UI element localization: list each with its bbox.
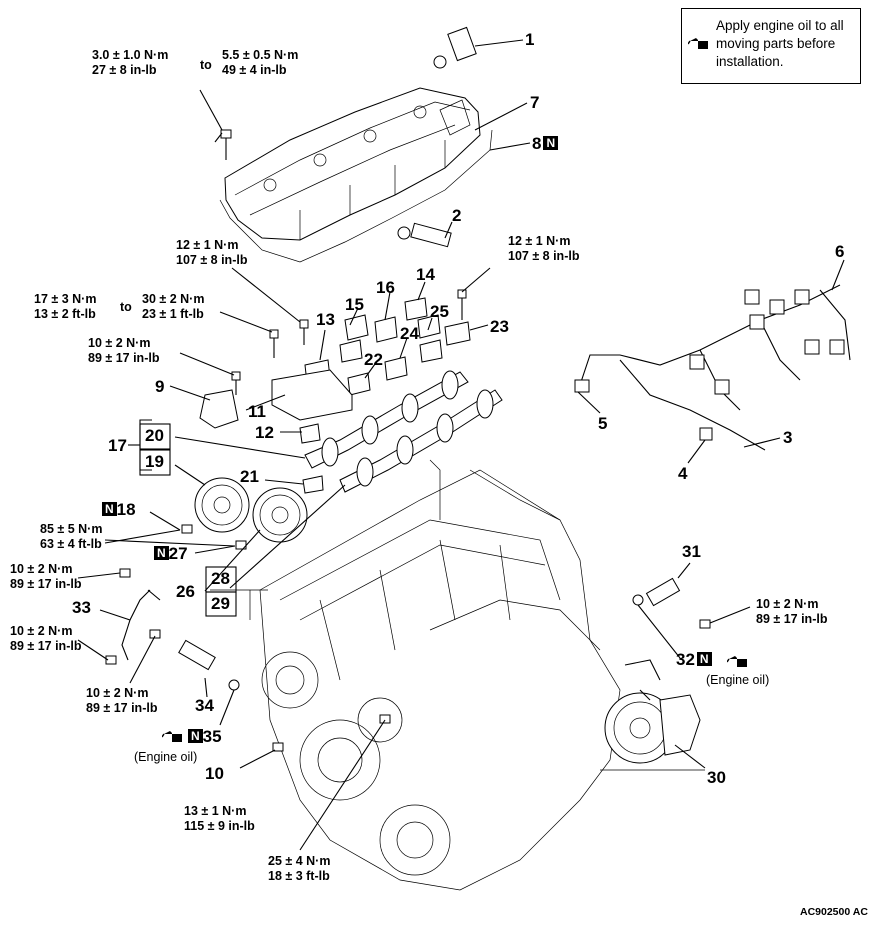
note-box: Apply engine oil to all moving parts bef… (681, 8, 861, 84)
cam-plate-21 (302, 475, 324, 494)
callout-30: 30 (707, 768, 726, 787)
cam-plate-12 (299, 423, 321, 444)
callout-19: 19 (145, 452, 164, 471)
oil-control-valve-31 (632, 577, 681, 607)
callout-13: 13 (316, 310, 335, 329)
camshaft-bearing-caps (304, 297, 471, 396)
leader-lines (77, 39, 845, 851)
callout-3: 3 (783, 428, 793, 447)
new-part-badge: N (154, 546, 169, 560)
oil-can-icon (727, 656, 747, 667)
callout-12: 12 (255, 423, 274, 442)
callout-14: 14 (416, 265, 435, 284)
callout-23: 23 (490, 317, 509, 336)
oil-control-valve-34 (178, 639, 240, 691)
callout-17: 17 (108, 436, 127, 455)
intake-sprocket (252, 487, 308, 543)
front-bearing-cap (271, 369, 353, 421)
callout-16: 16 (376, 278, 395, 297)
oil-can-icon (688, 38, 708, 49)
wiring-harness (574, 284, 851, 451)
new-part-badge: N (188, 729, 203, 743)
bracket (199, 389, 239, 429)
new-part-badge: N (543, 136, 559, 150)
oil-can-icon (162, 731, 182, 742)
callout-26: 26 (176, 582, 195, 601)
callout-34: 34 (195, 696, 214, 715)
callout-4: 4 (678, 464, 688, 483)
callout-25: 25 (430, 302, 449, 321)
callout-10: 10 (205, 764, 224, 783)
callout-20: 20 (145, 426, 164, 445)
exhaust-camshaft (304, 370, 469, 469)
callout-9: 9 (155, 377, 165, 396)
torque-to-2: to (120, 300, 132, 314)
callout-29: 29 (211, 594, 230, 613)
callout-22: 22 (364, 350, 383, 369)
callout-1: 1 (525, 30, 535, 49)
power-steering-pump (604, 659, 701, 764)
callout-33: 33 (72, 598, 91, 617)
callout-31: 31 (682, 542, 701, 561)
torque-to-1: to (200, 58, 212, 72)
engine-oil-note-32: (Engine oil) (706, 673, 770, 687)
breather-hose (397, 222, 452, 248)
callout-28: 28 (211, 569, 230, 588)
cover-bolt (220, 129, 232, 160)
valve-cover (224, 87, 481, 241)
new-part-badge: N (102, 502, 117, 516)
callout-7: 7 (530, 93, 540, 112)
callout-11: 11 (248, 402, 266, 421)
callout-6: 6 (835, 242, 845, 261)
bolts (105, 289, 711, 752)
engine-oil-note-35: (Engine oil) (134, 750, 198, 764)
note-text: Apply engine oil to all moving parts bef… (716, 18, 844, 69)
group-brackets (128, 419, 237, 617)
bracket-33 (121, 589, 161, 661)
callout-24: 24 (400, 324, 419, 343)
callout-2: 2 (452, 206, 462, 225)
callout-5: 5 (598, 414, 608, 433)
exhaust-sprocket (194, 477, 250, 533)
callout-21: 21 (240, 467, 259, 486)
engine-block (210, 459, 705, 891)
callout-15: 15 (345, 295, 364, 314)
intake-camshaft (339, 389, 503, 493)
new-part-badge: N (696, 652, 712, 666)
cover-gasket (219, 129, 493, 263)
pcv-valve (433, 26, 477, 69)
figure-code: AC902500 AC (800, 906, 868, 918)
